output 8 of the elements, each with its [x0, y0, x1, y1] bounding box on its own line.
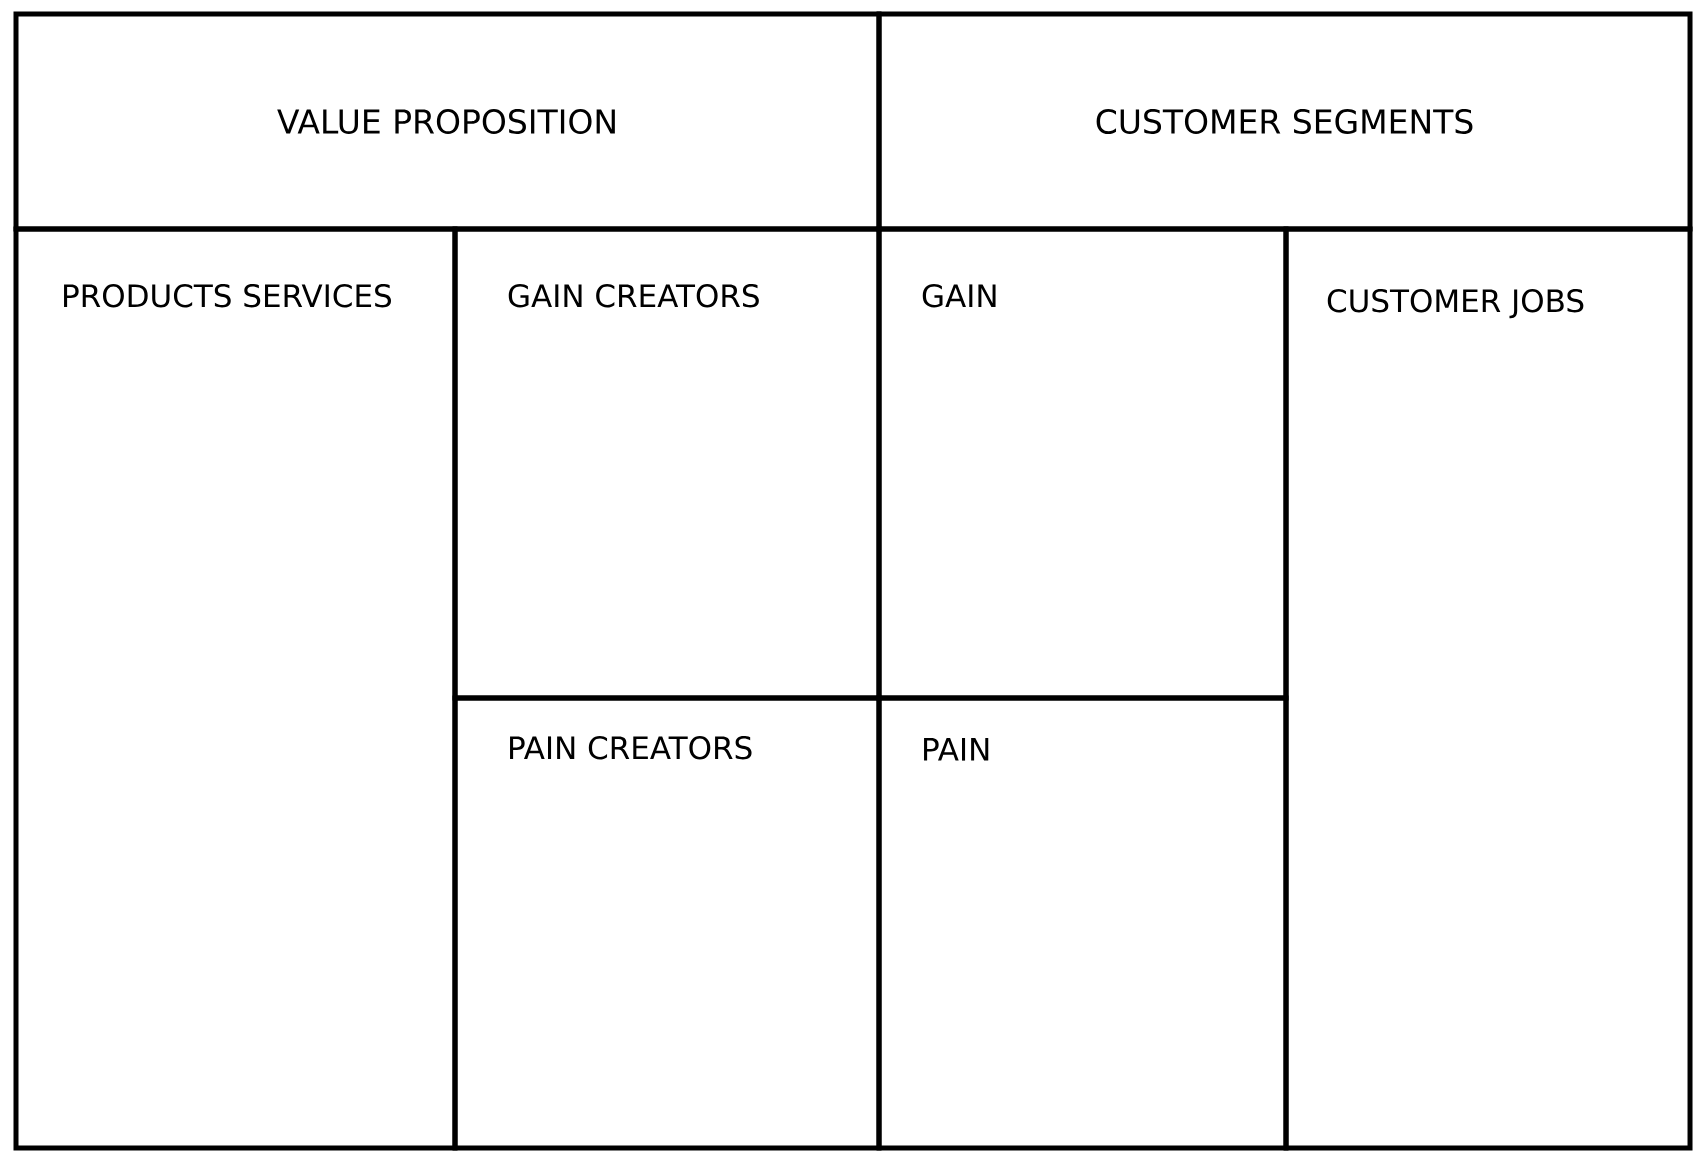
- canvas-cell: PAIN: [876, 695, 1289, 1151]
- canvas-cell: CUSTOMER JOBS: [1283, 226, 1693, 1151]
- header-cell: VALUE PROPOSITION: [13, 11, 882, 232]
- canvas-cell: GAIN CREATORS: [452, 226, 882, 701]
- header-cell: CUSTOMER SEGMENTS: [876, 11, 1693, 232]
- canvas-cell: GAIN: [876, 226, 1289, 701]
- canvas-cell: PAIN CREATORS: [452, 695, 882, 1151]
- canvas-cell: PRODUCTS SERVICES: [13, 226, 458, 1151]
